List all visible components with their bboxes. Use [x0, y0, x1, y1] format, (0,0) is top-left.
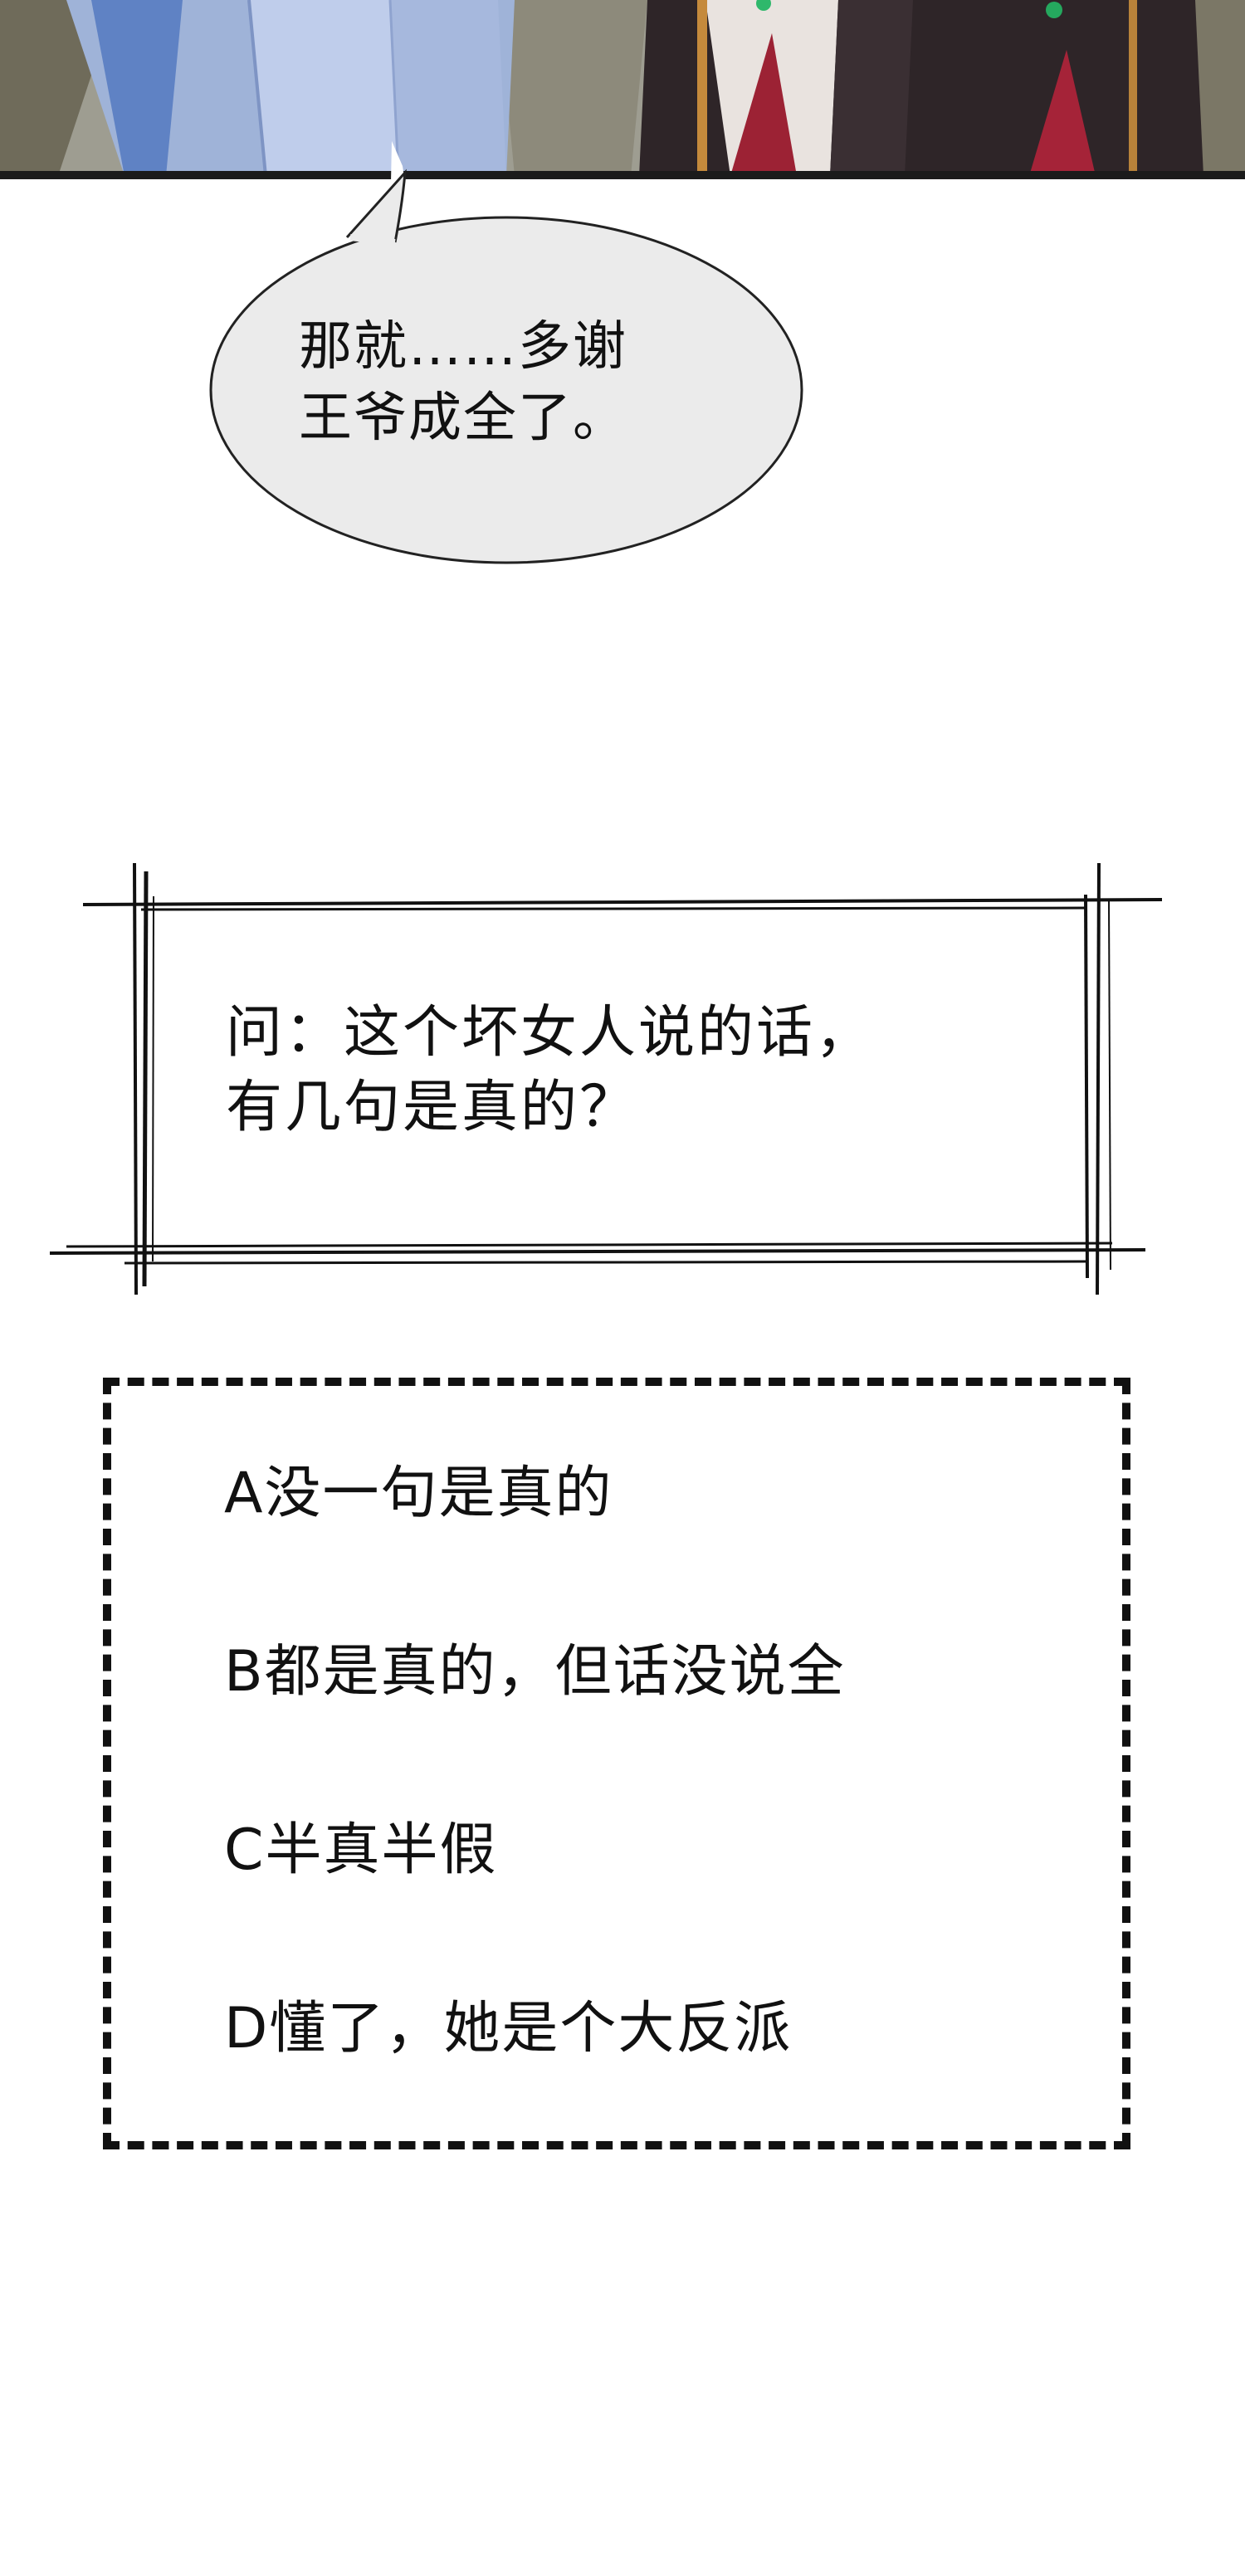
- option-c[interactable]: C半真半假: [224, 1817, 498, 1883]
- question-text: 问：这个坏女人说的话， 有几句是真的？: [226, 996, 1106, 1145]
- question-line-1: 问：这个坏女人说的话，: [226, 1000, 875, 1066]
- character-robes-illustration: [0, 0, 1245, 176]
- speech-bubble-text: 那就……多谢 王爷成全了。: [299, 316, 627, 449]
- question-frame: [50, 863, 1163, 1295]
- option-d[interactable]: D懂了，她是个大反派: [224, 1996, 793, 2061]
- question-line-2: 有几句是真的？: [226, 1075, 639, 1140]
- panel-border: [0, 171, 1245, 179]
- option-a[interactable]: A没一句是真的: [224, 1461, 613, 1526]
- answer-options-box: [103, 1378, 1130, 2149]
- speech-bubble: [209, 141, 803, 564]
- option-b[interactable]: B都是真的，但话没说全: [224, 1639, 846, 1705]
- comic-illustration-panel: [0, 0, 1245, 176]
